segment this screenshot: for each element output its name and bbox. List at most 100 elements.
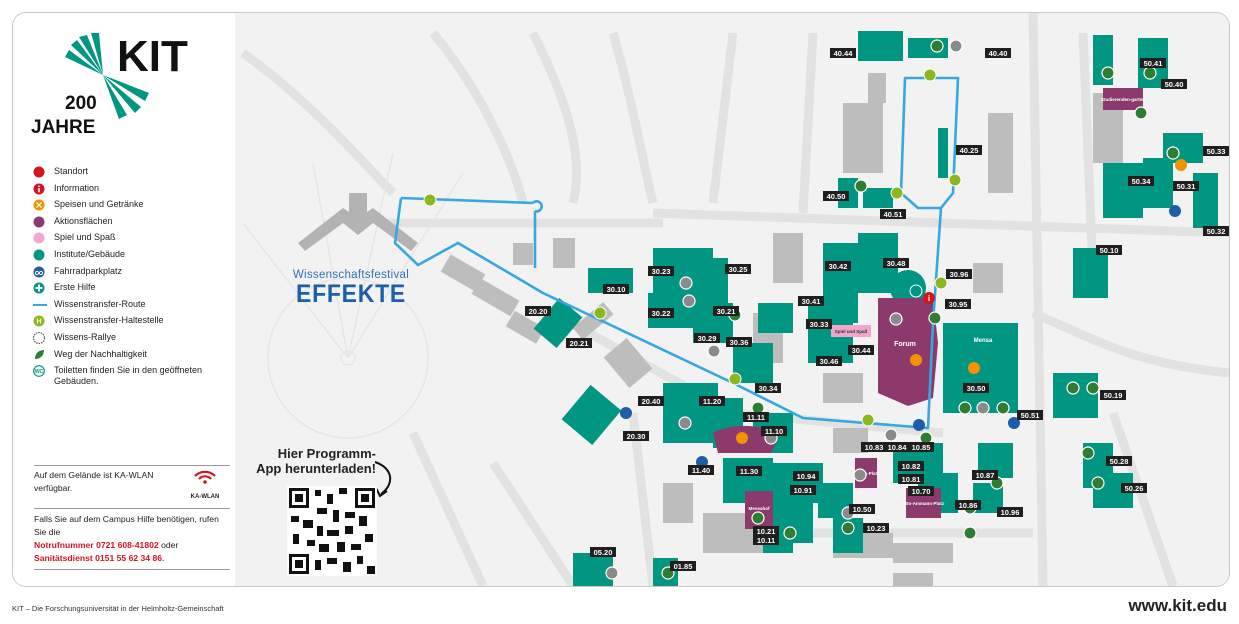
emergency-number: Notrufnummer 0721 608-41802 [34,540,159,550]
building-label[interactable]: 30.96 [946,269,972,279]
qr-code[interactable] [287,486,377,576]
building-label[interactable]: 10.50 [849,504,875,514]
building-label[interactable]: 01.85 [670,561,696,571]
building-label[interactable]: 05.20 [590,547,616,557]
building-label[interactable]: 30.41 [798,296,824,306]
building-label[interactable]: 30.25 [725,264,751,274]
building-label[interactable]: 50.41 [1140,58,1166,68]
building-label[interactable]: 50.31 [1173,181,1199,191]
building-label[interactable]: 50.32 [1203,226,1229,236]
legend-item-food: Speisen und Getränke [33,199,235,216]
building-label[interactable]: 10.86 [955,500,981,510]
building-label[interactable]: 20.20 [525,306,551,316]
building-label[interactable]: 40.50 [823,191,849,201]
building-label-bg [688,465,714,475]
building-label[interactable]: 30.10 [603,284,629,294]
building-label[interactable]: 40.51 [880,209,906,219]
first-aid-icon [33,282,45,294]
building-label[interactable]: 10.96 [997,507,1023,517]
building-label[interactable]: 10.94 [793,471,819,481]
building-label[interactable]: 10.21 [753,526,779,536]
building-labels: 40.44 40.40 50.41 50.40 40.25 50.33 50.34 50.31… [525,48,1229,571]
building-label[interactable]: 50.40 [1161,79,1187,89]
building-label[interactable]: 50.10 [1096,245,1122,255]
building-label[interactable]: 10.81 [898,474,924,484]
building-label[interactable]: 50.34 [1128,176,1154,186]
building-label-bg [823,191,849,201]
building-number: 30.42 [829,262,848,271]
building-label[interactable]: 30.48 [883,258,909,268]
bus-stops [423,68,962,427]
svg-text:WC: WC [35,369,44,375]
building-label[interactable]: 11.40 [688,465,714,475]
building-label[interactable]: 40.44 [830,48,856,58]
festival-name: EFFEKTE [296,280,406,308]
building-label[interactable]: 10.87 [972,470,998,480]
building-label[interactable]: 10.70 [908,486,934,496]
building-label[interactable]: 40.25 [956,145,982,155]
building-label[interactable]: 30.21 [713,306,739,316]
building-label[interactable]: 30.46 [816,356,842,366]
building-number: 20.21 [570,339,589,348]
footer-url[interactable]: www.kit.edu [1128,596,1227,615]
bus-stop-icon [923,68,937,82]
rally-icon [33,331,46,344]
first-aid-icon [909,284,923,298]
svg-text:Otto-Ammann-Platz: Otto-Ammann-Platz [902,501,945,506]
building-label[interactable]: 50.51 [1017,410,1043,420]
building-label-bg [790,485,816,495]
wc-icon: WC [33,365,45,378]
building-label[interactable]: 11.20 [699,396,725,406]
wlan-badge: KA-WLAN [180,469,230,504]
building-label[interactable]: 20.30 [623,431,649,441]
building-label[interactable]: 10.23 [863,523,889,533]
building-number: 10.86 [959,501,978,510]
building-label-bg [945,299,971,309]
building-label[interactable]: 30.33 [806,319,832,329]
building-label[interactable]: 30.36 [726,337,752,347]
building-label[interactable]: 30.44 [848,345,874,355]
building-label[interactable]: 30.22 [648,308,674,318]
building-label[interactable]: 11.10 [761,426,787,436]
building-label-bg [955,500,981,510]
building-label[interactable]: 10.84 [884,442,910,452]
building-label[interactable]: 10.91 [790,485,816,495]
building-label-bg [623,431,649,441]
building-number: 30.22 [652,309,671,318]
building-number: 20.40 [642,397,661,406]
building-label[interactable]: 40.40 [985,48,1011,58]
legend-item-institute: Institute/Gebäude [33,249,235,266]
building-label[interactable]: 10.85 [908,442,934,452]
bus-stop-icon [423,193,437,207]
building-number: 50.41 [1144,59,1163,68]
building-label[interactable]: 50.28 [1106,456,1132,466]
building-label[interactable]: 11.30 [736,466,762,476]
building-label[interactable]: 30.34 [755,383,781,393]
building-label[interactable]: 10.11 [753,535,779,545]
building-label[interactable]: 10.83 [861,442,887,452]
building-label-bg [753,535,779,545]
building-label[interactable]: 30.50 [963,383,989,393]
building-number: 40.50 [827,192,846,201]
building-label-bg [1203,146,1229,156]
festival-title: Wissenschaftsfestival EFFEKTE [277,269,425,308]
building-label[interactable]: 20.21 [566,338,592,348]
bus-stop-icon [861,413,875,427]
building-number: 01.85 [674,562,693,571]
building-label-bg [1096,245,1122,255]
building-label-bg [997,507,1023,517]
building-label[interactable]: 50.19 [1100,390,1126,400]
building-label[interactable]: 30.42 [825,261,851,271]
building-label-bg [849,504,875,514]
building-number: 20.20 [529,307,548,316]
building-label[interactable]: 20.40 [638,396,664,406]
building-label-bg [880,209,906,219]
building-label[interactable]: 10.82 [898,461,924,471]
building-label[interactable]: 30.95 [945,299,971,309]
building-label[interactable]: 50.33 [1203,146,1229,156]
building-label[interactable]: 50.26 [1121,483,1147,493]
building-label[interactable]: 30.29 [694,333,720,343]
building-label[interactable]: 30.23 [648,266,674,276]
building-label[interactable]: 11.11 [743,412,769,422]
